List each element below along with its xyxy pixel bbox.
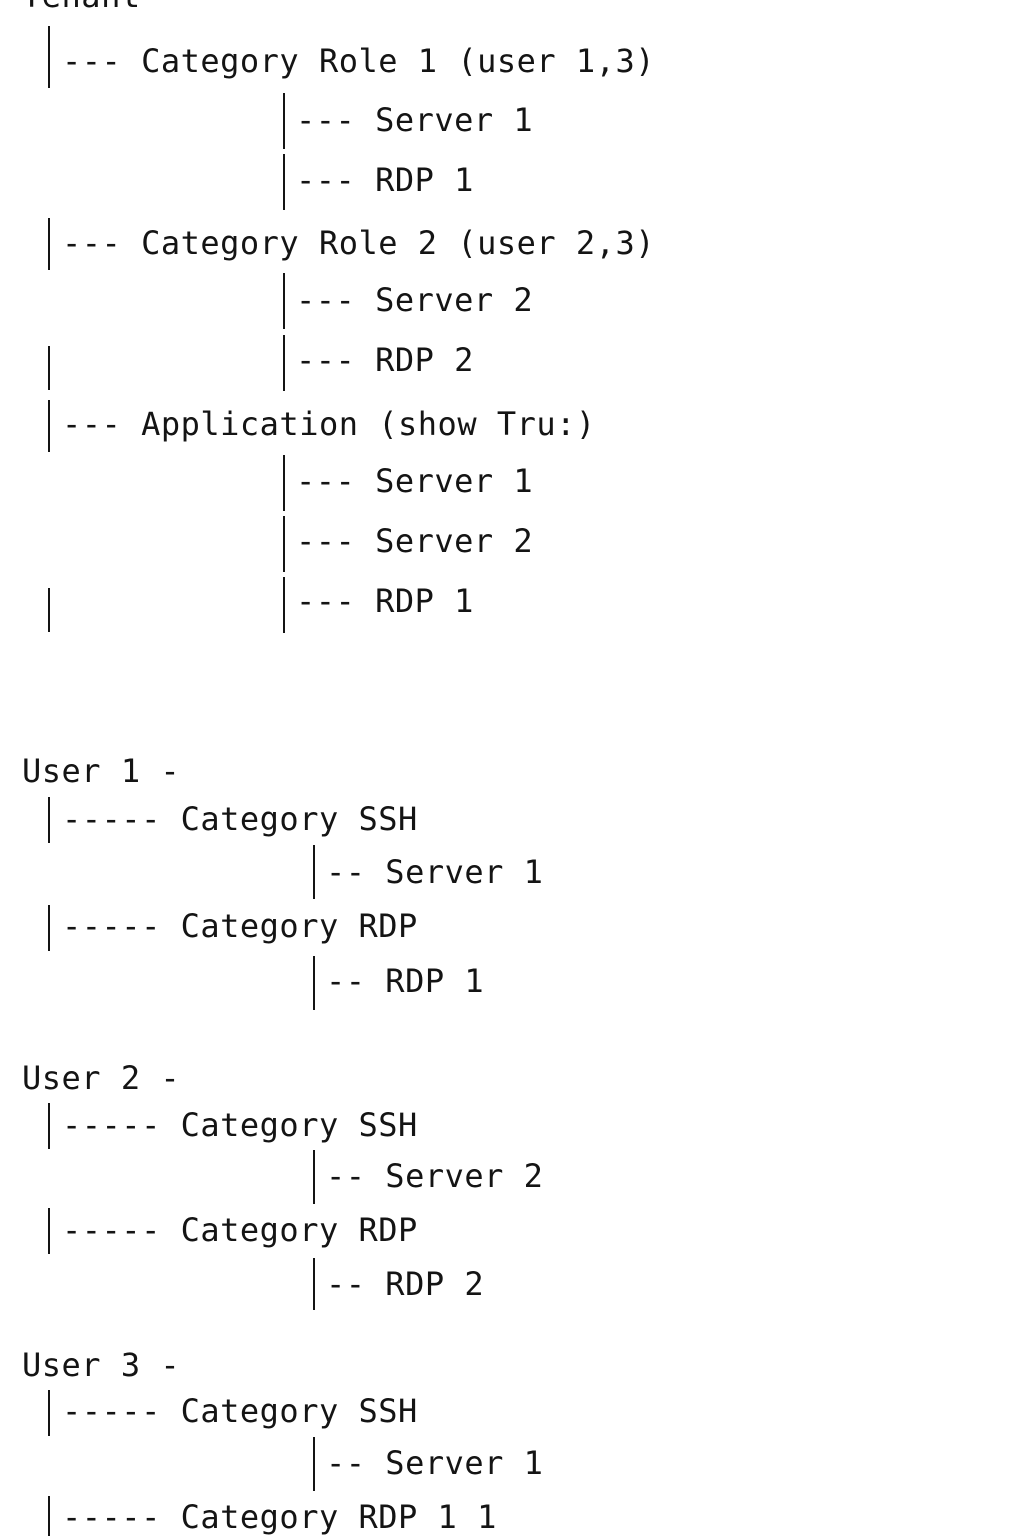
role-node: --- Category Role 1 (user 1,3) (62, 42, 655, 80)
tree-connector (313, 1150, 315, 1204)
tree-connector (313, 956, 315, 1010)
resource-node: --- RDP 1 (296, 161, 474, 199)
resource-node: --- RDP 2 (296, 341, 474, 379)
tree-connector (48, 346, 50, 390)
role-node: --- Category Role 2 (user 2,3) (62, 224, 655, 262)
category-node: ----- Category SSH (62, 1106, 418, 1144)
resource-node: -- RDP 1 (326, 962, 485, 1000)
category-node: ----- Category SSH (62, 1392, 418, 1430)
tenant-root-label: Tenant (22, 0, 141, 12)
user-heading: User 1 - (22, 752, 181, 790)
tree-connector (48, 26, 50, 88)
resource-node: --- Server 2 (296, 522, 534, 560)
tree-connector (48, 797, 50, 843)
tree-connector (283, 273, 285, 329)
tree-connector (283, 455, 285, 511)
category-node: ----- Category SSH (62, 800, 418, 838)
tree-connector (313, 1437, 315, 1491)
tree-connector (283, 577, 285, 633)
resource-node: -- Server 2 (326, 1157, 544, 1195)
tree-connector (313, 845, 315, 899)
tree-connector (48, 905, 50, 951)
resource-node: -- RDP 2 (326, 1265, 485, 1303)
tree-connector (283, 93, 285, 149)
resource-node: -- Server 1 (326, 853, 544, 891)
tree-connector (48, 1390, 50, 1436)
tree-connector (48, 1208, 50, 1254)
tree-connector (283, 335, 285, 391)
resource-node: --- Server 2 (296, 281, 534, 319)
tree-connector (313, 1258, 315, 1310)
tree-connector (283, 516, 285, 572)
resource-node: --- Server 1 (296, 101, 534, 139)
user-heading: User 3 - (22, 1346, 181, 1384)
tree-connector (48, 218, 50, 270)
tree-connector (48, 1496, 50, 1536)
tree-connector (48, 400, 50, 452)
tree-connector (48, 1103, 50, 1149)
role-node: --- Application (show Tru:) (62, 405, 596, 443)
category-node: ----- Category RDP (62, 907, 418, 945)
tree-connector (48, 588, 50, 632)
tree-connector (283, 154, 285, 210)
category-node: ----- Category RDP 1 1 (62, 1498, 497, 1536)
resource-node: -- Server 1 (326, 1444, 544, 1482)
user-heading: User 2 - (22, 1059, 181, 1097)
resource-node: --- RDP 1 (296, 582, 474, 620)
resource-node: --- Server 1 (296, 462, 534, 500)
category-node: ----- Category RDP (62, 1211, 418, 1249)
